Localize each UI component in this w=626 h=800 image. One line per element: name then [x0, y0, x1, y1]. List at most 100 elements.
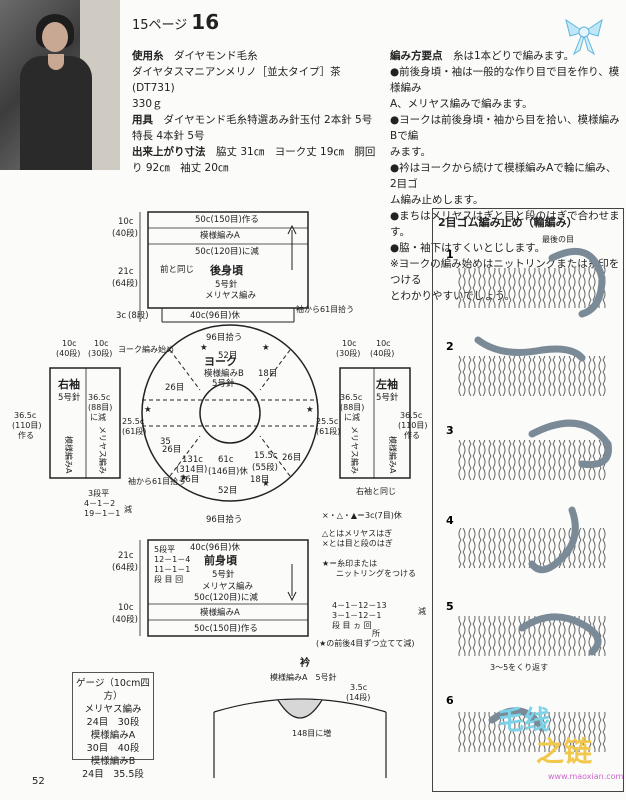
right-sleeve-36-out: 36.5c — [14, 411, 36, 420]
left-sleeve-36-out: 36.5c — [400, 411, 422, 420]
front-h40: (40段) — [112, 614, 138, 625]
collar-14: (14段) — [346, 692, 370, 702]
front-dec-3: 段 目 回 — [154, 574, 183, 584]
watermark-url: www.maoxian.com — [548, 772, 624, 781]
front-h21c: 21c — [118, 551, 134, 561]
yarn-label: 使用糸 — [132, 50, 164, 62]
watermark-bottom: 之链 — [536, 735, 593, 768]
left-sleeve-title: 左袖 — [375, 377, 398, 391]
front-cast-on: 50c(150目)作る — [194, 623, 258, 634]
front-body-outline — [147, 539, 309, 637]
step-4: 4 — [446, 506, 608, 574]
shaping-4: 所 — [372, 628, 380, 638]
right-sleeve-88: (88目) — [88, 403, 112, 412]
points-line: ●ヨークは前後身頃・袖から目を拾い、模様編みBで編 — [390, 114, 620, 142]
yoke-35: 35 — [160, 437, 171, 447]
shaping-note: (★の前後4目ずつ立てて減) — [316, 638, 415, 648]
yoke-26c: 26目 — [180, 475, 199, 485]
yoke-26d: 26目 — [282, 453, 301, 463]
svg-text:★: ★ — [262, 479, 270, 489]
repeat-note: 3～5をくり返す — [490, 663, 548, 672]
points-line: ●衿はヨークから続けて模様編みAで輪に編み、2目ゴ — [390, 162, 617, 190]
knitting-points: 編み方要点 糸は1本どりで編みます。 ●前後身頃・袖は一般的な作り目で目を作り、… — [390, 48, 622, 304]
yoke-314: (314目) — [176, 465, 207, 475]
back-rest: 40c(96目)休 — [190, 310, 240, 321]
step-5-number: 5 — [446, 600, 454, 613]
left-sleeve-outline — [339, 367, 411, 479]
right-sleeve-10c-b: 10c — [94, 339, 109, 348]
gauge-line: 24目 35.5段 — [82, 769, 144, 780]
svg-text:★: ★ — [180, 473, 188, 483]
yarn-needle-icon — [528, 506, 579, 574]
collar-title: 衿 — [300, 656, 310, 669]
watermark-top: 毛线 — [498, 706, 551, 736]
photo-neck — [48, 54, 64, 70]
step-3: 3 — [446, 419, 612, 480]
front-decrease: 50c(120目)に減 — [194, 592, 258, 603]
svg-text:★: ★ — [262, 343, 270, 353]
gauge-line: 模様編みA — [90, 730, 136, 741]
gauge-box: ゲージ（10cm四方） メリヤス編み 24目 30段 模様編みA 30目 40段… — [72, 672, 154, 780]
tools-2: 特長 4本針 5号 — [132, 130, 205, 142]
yoke-18: 18目 — [258, 369, 277, 379]
gauge-line: メリヤス編み — [84, 704, 142, 715]
bind-off-illustrations: 最後の目 1 2 3 4 5 3～5をくり返す 6 — [446, 234, 612, 752]
same-as-front: 前と同じ — [160, 264, 194, 275]
bind-off-title: 2目ゴム編み止め（輪編み） — [438, 216, 578, 229]
right-sleeve-10c-a: 10c — [62, 339, 77, 348]
front-dec-2: 11－1－1 — [154, 565, 190, 574]
step-3-number: 3 — [446, 424, 454, 437]
yoke-26b: 26目 — [162, 445, 181, 455]
shaping-3: 段 目 ヵ 回 — [332, 620, 372, 630]
front-dec-title: 5段平 — [154, 544, 175, 554]
step-1-number: 1 — [446, 248, 454, 261]
points-line: ※ヨークの編み始めはニットリングまたは糸印をつける — [390, 258, 620, 286]
right-sleeve-110: (110目) — [12, 421, 42, 430]
front-pattern-a: 模様編みA — [200, 607, 240, 618]
back-h64: (64段) — [112, 278, 138, 289]
pattern-diagram: 50c(150目)作る 模様編みA 50c(120目)に減 後身頃 5号針 メリ… — [12, 211, 428, 778]
right-sleeve-dec-a: 4－1－2 — [84, 499, 115, 508]
shaping-2: 3－1－12－1 — [332, 611, 381, 620]
gauge-line: 24目 30段 — [86, 717, 140, 728]
yoke-outer — [141, 324, 319, 502]
right-sleeve-pattern: 模様編みA — [64, 436, 74, 474]
right-sleeve-outline — [49, 367, 121, 479]
collar-band — [277, 699, 323, 719]
right-sleeve-dec: に減 — [90, 412, 106, 422]
points-line: ●脇・袖下はすくいとじします。 — [390, 242, 546, 254]
left-sleeve-needle: 5号針 — [376, 392, 399, 403]
left-sleeve-61: (61段) — [316, 426, 340, 436]
yoke-52-bottom: 52目 — [218, 486, 237, 496]
right-sleeve-40: (40段) — [56, 348, 80, 358]
yoke-pattern: 模様編みB — [204, 368, 244, 379]
collar-pattern: 模様編みA 5号針 — [270, 672, 337, 682]
front-h64: (64段) — [112, 562, 138, 573]
points-line: A、メリヤス編みで編みます。 — [390, 98, 533, 110]
gauge-line: 30目 40段 — [86, 743, 140, 754]
legend-mark: ★＝糸印または — [322, 558, 377, 568]
yarn-needle-icon — [474, 336, 586, 362]
size-label: 出来上がり寸法 — [132, 146, 206, 158]
back-h3c: 3c — [116, 311, 126, 321]
yoke-start: ヨーク編み始め — [118, 344, 174, 354]
yoke-title: ヨーク — [204, 355, 237, 368]
right-sleeve-36: 36.5c — [88, 393, 110, 402]
svg-text:★: ★ — [144, 405, 152, 415]
shaping-dec: 減 — [418, 606, 426, 616]
step-4-number: 4 — [446, 514, 454, 527]
yoke-pick-bottom: 96目拾う — [206, 514, 242, 525]
tools-label: 用具 — [132, 114, 153, 126]
yoke-55: (55段) — [252, 462, 278, 473]
yoke-inner — [199, 382, 261, 444]
photo-sweater — [20, 56, 92, 170]
right-sleeve-30: (30段) — [88, 348, 112, 358]
back-stitch: メリヤス編み — [205, 290, 257, 301]
left-sleeve-same: 右袖と同じ — [356, 486, 396, 496]
left-sleeve-88: (88目) — [340, 403, 364, 412]
last-stitch-label: 最後の目 — [542, 234, 574, 244]
svg-text:★: ★ — [200, 343, 208, 353]
right-sleeve-dec-b: 19－1－1 — [84, 509, 120, 518]
left-sleeve-40: (40段) — [370, 348, 394, 358]
